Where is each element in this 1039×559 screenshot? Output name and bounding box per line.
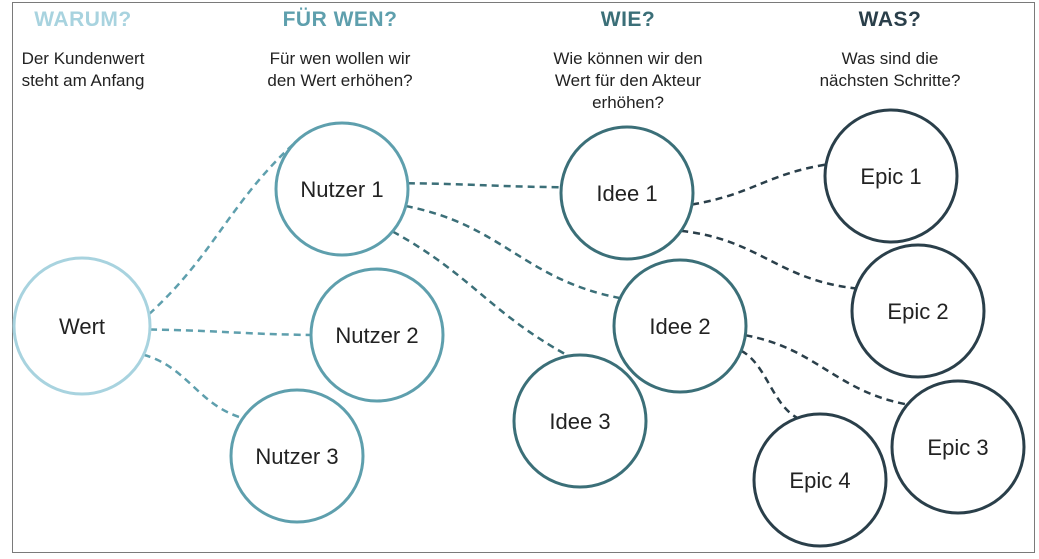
node-epic4: Epic 4 bbox=[752, 412, 888, 548]
node-label-idee2: Idee 2 bbox=[649, 314, 710, 339]
node-idee2: Idee 2 bbox=[612, 258, 748, 394]
node-label-epic1: Epic 1 bbox=[860, 164, 921, 189]
edge-idee2-epic4 bbox=[740, 349, 799, 420]
node-wert: Wert bbox=[12, 256, 152, 396]
subtitle-warum: Der Kundenwert steht am Anfang bbox=[0, 48, 193, 92]
edges-layer bbox=[143, 141, 908, 420]
node-nutzer2: Nutzer 2 bbox=[309, 267, 445, 403]
node-epic3: Epic 3 bbox=[890, 379, 1026, 515]
node-nutzer1: Nutzer 1 bbox=[274, 121, 410, 257]
node-label-idee1: Idee 1 bbox=[596, 181, 657, 206]
node-idee1: Idee 1 bbox=[559, 125, 695, 261]
node-circle-epic4 bbox=[752, 412, 888, 548]
subtitle-warum-line-1: Der Kundenwert bbox=[21, 49, 145, 68]
node-label-epic2: Epic 2 bbox=[887, 299, 948, 324]
subtitle-wie: Wie können wir den Wert für den Akteur e… bbox=[518, 48, 738, 114]
node-nutzer3: Nutzer 3 bbox=[229, 388, 365, 524]
subtitle-wie-line-3: erhöhen? bbox=[592, 93, 664, 112]
edge-nutzer1-idee3 bbox=[391, 230, 570, 358]
subtitle-was: Was sind die nächsten Schritte? bbox=[780, 48, 1000, 92]
node-epic2: Epic 2 bbox=[850, 243, 986, 379]
edge-idee2-epic3 bbox=[745, 333, 908, 406]
node-circle-wert bbox=[12, 256, 152, 396]
node-label-wert: Wert bbox=[59, 314, 105, 339]
node-circle-nutzer3 bbox=[229, 388, 365, 524]
edge-wert-nutzer2 bbox=[149, 328, 312, 337]
node-circle-epic2 bbox=[850, 243, 986, 379]
node-label-nutzer3: Nutzer 3 bbox=[255, 444, 338, 469]
edge-idee1-epic2 bbox=[680, 229, 857, 290]
node-label-nutzer2: Nutzer 2 bbox=[335, 323, 418, 348]
edge-idee1-epic1 bbox=[691, 163, 827, 206]
diagram-frame bbox=[12, 2, 1035, 553]
edge-wert-nutzer1 bbox=[148, 141, 297, 316]
edge-nutzer1-idee1 bbox=[407, 181, 562, 189]
node-label-idee3: Idee 3 bbox=[549, 409, 610, 434]
node-circle-nutzer1 bbox=[274, 121, 410, 257]
nodes-layer: Wert Nutzer 1 Nutzer 2 Nutzer 3 Idee 1 Idee 2… bbox=[12, 108, 1026, 548]
node-label-epic3: Epic 3 bbox=[927, 435, 988, 460]
subtitle-was-line-2: nächsten Schritte? bbox=[819, 71, 961, 90]
node-circle-idee2 bbox=[612, 258, 748, 394]
node-circle-idee1 bbox=[559, 125, 695, 261]
node-circle-epic1 bbox=[823, 108, 959, 244]
subtitle-fuer-wen: Für wen wollen wir den Wert erhöhen? bbox=[230, 48, 450, 92]
heading-fuer-wen: FÜR WEN? bbox=[282, 8, 398, 31]
heading-wie: WIE? bbox=[600, 8, 656, 31]
node-idee3: Idee 3 bbox=[512, 353, 648, 489]
subtitle-was-line-1: Was sind die bbox=[841, 49, 939, 68]
subtitle-fuer-wen-line-2: den Wert erhöhen? bbox=[267, 71, 413, 90]
node-epic1: Epic 1 bbox=[823, 108, 959, 244]
node-label-epic4: Epic 4 bbox=[789, 468, 850, 493]
node-label-nutzer1: Nutzer 1 bbox=[300, 177, 383, 202]
heading-warum: WARUM? bbox=[34, 8, 132, 31]
node-circle-idee3 bbox=[512, 353, 648, 489]
subtitle-fuer-wen-line-1: Für wen wollen wir bbox=[269, 49, 411, 68]
edge-wert-nutzer3 bbox=[143, 353, 244, 420]
subtitle-wie-line-1: Wie können wir den bbox=[553, 49, 703, 68]
node-circle-nutzer2 bbox=[309, 267, 445, 403]
subtitle-warum-line-2: steht am Anfang bbox=[21, 71, 145, 90]
node-circle-epic3 bbox=[890, 379, 1026, 515]
heading-was: WAS? bbox=[858, 8, 922, 31]
subtitle-wie-line-2: Wert für den Akteur bbox=[554, 71, 702, 90]
